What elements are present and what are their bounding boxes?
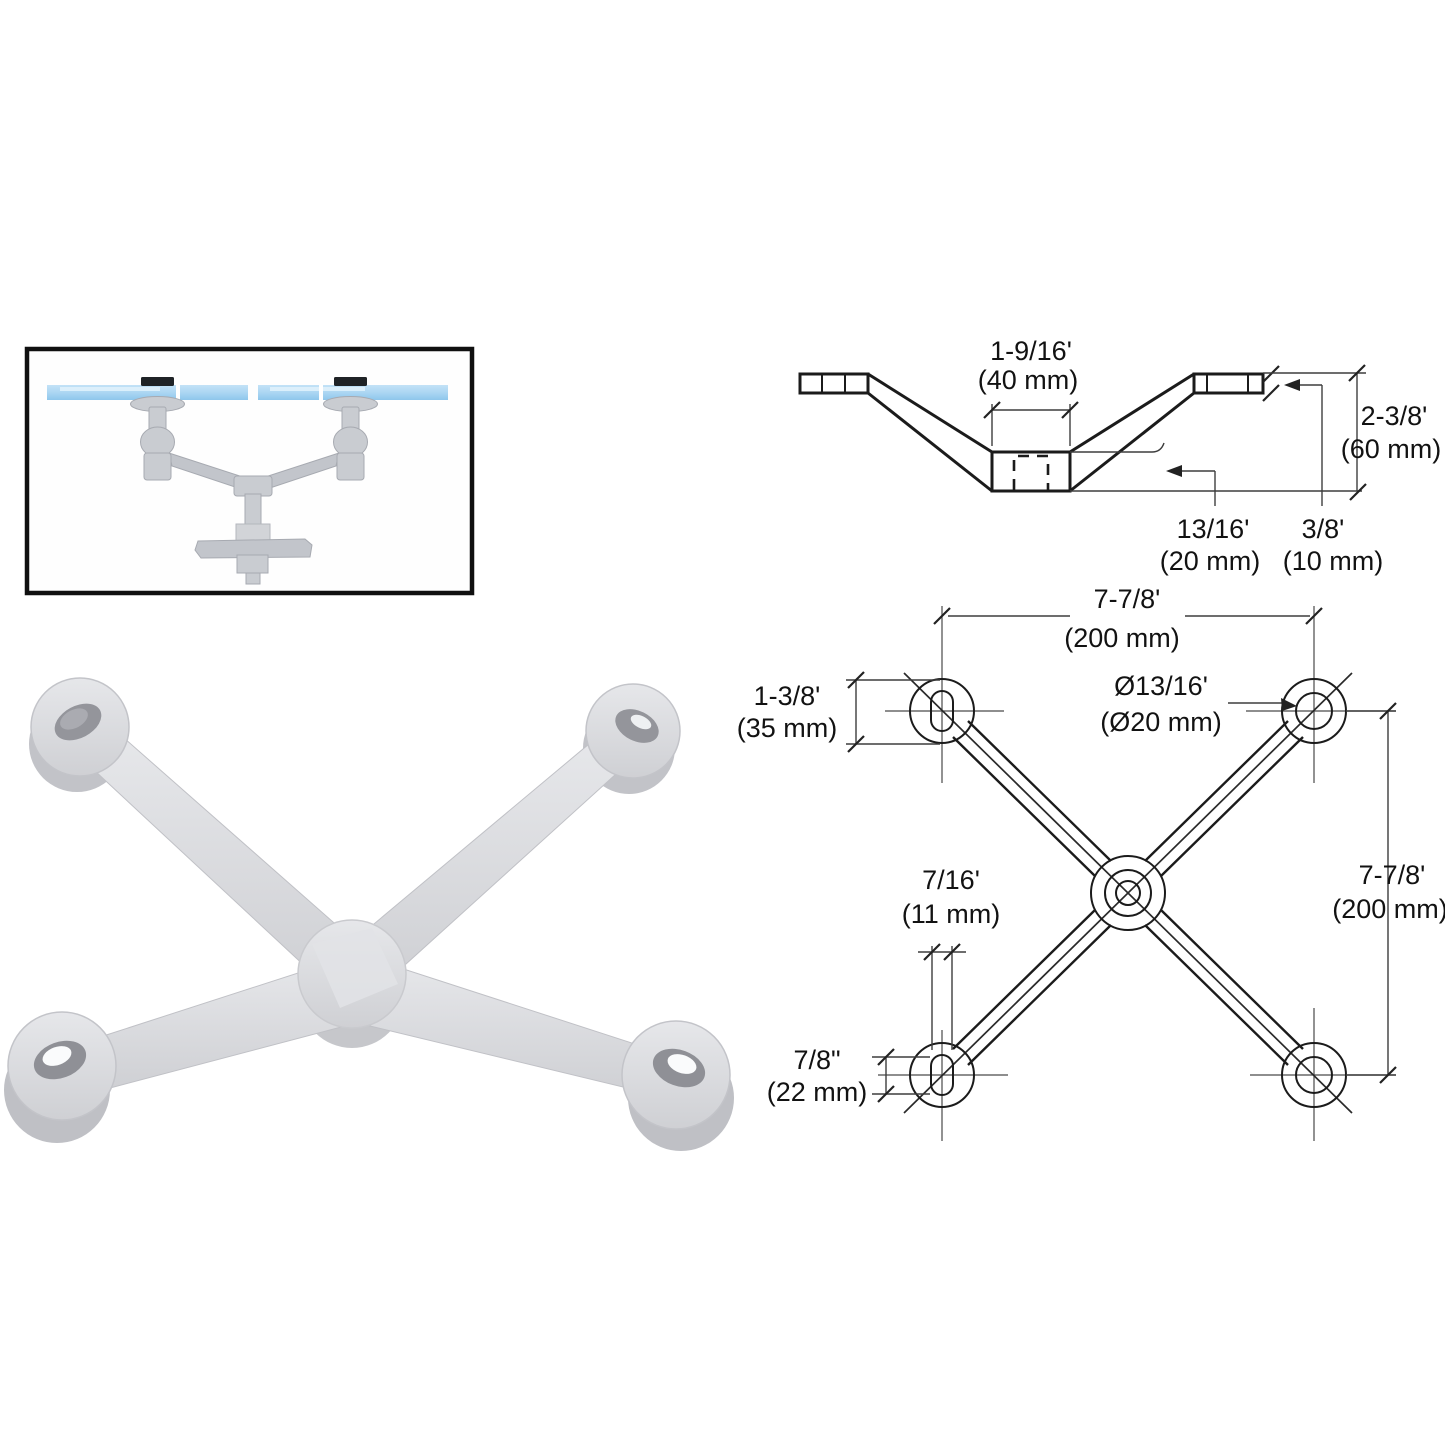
hub-facet [312, 928, 398, 1008]
bolt-holes [33, 703, 706, 1088]
hole-through [42, 1046, 72, 1066]
mount-block [236, 554, 269, 574]
glass-bolt-right [323, 396, 378, 481]
mount-plate [194, 538, 313, 559]
side-view-dimension-lines [983, 364, 1367, 506]
slot-hole-top-left [930, 690, 954, 732]
glass-bolt-left [130, 396, 185, 481]
mount-stub [245, 572, 261, 585]
dim-hub-height-metric: (20 mm) [1160, 546, 1261, 576]
glass-highlight [60, 387, 160, 391]
dim-vertical-span-imperial: 7-7/8' [1359, 860, 1426, 890]
bolt-body [336, 452, 365, 481]
clamp-pad-left [141, 377, 174, 386]
dim-slot-width-metric: (11 mm) [902, 899, 1001, 929]
hub-block [233, 475, 273, 497]
side-view-drawing: 1-9/16' (40 mm) 2-3/8' (60 mm) 13/16' (2… [798, 336, 1442, 576]
dim-overall-height-metric: (60 mm) [1341, 434, 1442, 464]
dim-slot-height-metric: (22 mm) [767, 1077, 868, 1107]
hole-inner [60, 708, 88, 730]
glass-joint [319, 385, 323, 400]
installation-inset [24, 346, 475, 596]
product-photo [4, 677, 734, 1151]
dim-overall-height-imperial: 2-3/8' [1361, 401, 1428, 431]
dim-arm-end-width-metric: (35 mm) [737, 713, 838, 743]
dim-hole-diameter-imperial: Ø13/16' [1114, 671, 1208, 701]
dim-arm-end-width-imperial: 1-3/8' [754, 681, 821, 711]
arm-lower-right [369, 961, 653, 1095]
spider-hub-mount [194, 475, 313, 585]
glass-joint [176, 385, 180, 400]
bolt-body [143, 452, 172, 481]
clamp-pad-right [334, 377, 367, 386]
dim-horizontal-span-metric: (200 mm) [1064, 623, 1180, 653]
front-view-part-outline [903, 672, 1353, 1114]
dim-slot-width-imperial: 7/16' [922, 865, 980, 895]
slot-hole-bottom-left [930, 1054, 954, 1096]
dim-center-width-metric: (40 mm) [978, 365, 1079, 395]
hidden-hole [1012, 454, 1050, 490]
dim-center-width-imperial: 1-9/16' [990, 336, 1072, 366]
front-view-dimension-lines [846, 607, 1397, 1103]
dim-arm-thickness-metric: (10 mm) [1283, 546, 1384, 576]
side-view-dimension-labels: 1-9/16' (40 mm) 2-3/8' (60 mm) 13/16' (2… [978, 336, 1442, 576]
dim-vertical-span-metric: (200 mm) [1332, 894, 1445, 924]
glass-highlight [270, 387, 365, 391]
front-view-drawing: 7-7/8' (200 mm) 1-3/8' (35 mm) Ø13/16' (… [737, 584, 1445, 1141]
hole-through [667, 1054, 697, 1074]
front-view-dimension-labels: 7-7/8' (200 mm) 1-3/8' (35 mm) Ø13/16' (… [737, 584, 1445, 1107]
glass-panels [47, 385, 448, 400]
side-view-part-outline [798, 372, 1265, 493]
dim-arm-thickness-imperial: 3/8' [1302, 514, 1345, 544]
dim-horizontal-span-imperial: 7-7/8' [1094, 584, 1161, 614]
dim-slot-height-imperial: 7/8" [793, 1045, 840, 1075]
dim-hole-diameter-metric: (Ø20 mm) [1100, 707, 1222, 737]
hole-through [630, 714, 652, 730]
dim-hub-height-imperial: 13/16' [1177, 514, 1250, 544]
